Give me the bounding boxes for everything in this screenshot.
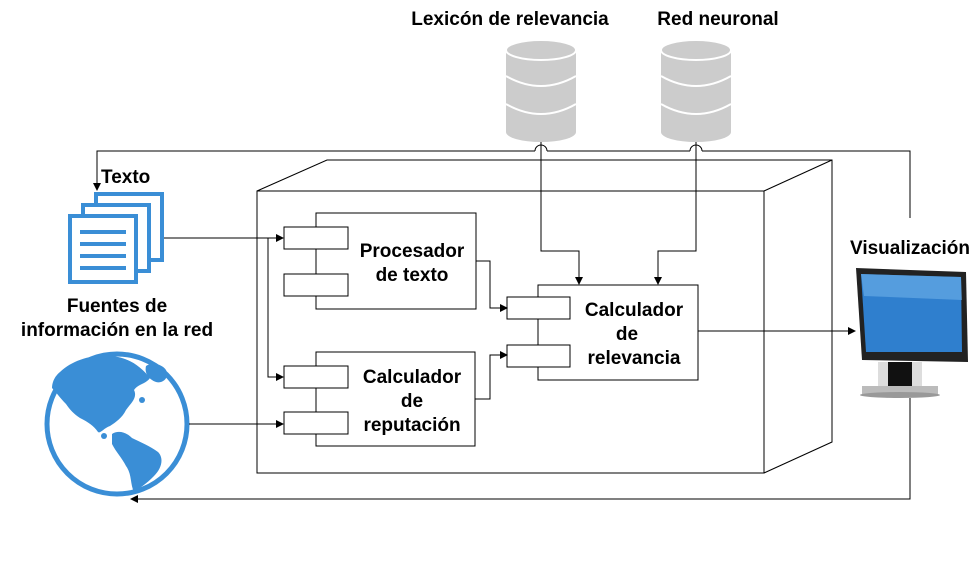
- neural-net-connector: [654, 142, 697, 285]
- relevance-calc-line1: Calculador: [585, 300, 684, 321]
- relevance-calc-line2: de: [616, 324, 638, 345]
- monitor-icon: [856, 268, 968, 398]
- relevance-calc-line3: relevancia: [588, 348, 681, 369]
- text-processor-line2: de texto: [376, 265, 449, 286]
- text-label: Texto: [101, 167, 150, 188]
- sources-label-line2: información en la red: [21, 320, 213, 341]
- globe-icon: [44, 351, 190, 497]
- documents-icon: [68, 192, 164, 284]
- reputation-calculator-component: Calculador de reputación: [283, 351, 476, 447]
- neural-net-label: Red neuronal: [657, 9, 778, 30]
- database-icon: [505, 39, 577, 142]
- feedback-top-connector: [93, 144, 911, 218]
- feedback-bottom-connector: [130, 398, 911, 503]
- reputation-calc-line2: de: [401, 391, 423, 412]
- text-processor-component: Procesador de texto: [283, 212, 477, 310]
- reputation-calc-line1: Calculador: [363, 367, 462, 388]
- text-processor-line1: Procesador: [360, 241, 465, 262]
- text-to-reputation-connector: [267, 238, 284, 381]
- lexicon-connector: [540, 142, 583, 285]
- system-container: [256, 159, 833, 474]
- sources-label-line1: Fuentes de: [67, 296, 167, 317]
- processor-to-relevance-connector: [476, 260, 508, 312]
- lexicon-label: Lexicón de relevancia: [411, 9, 609, 30]
- visualization-label: Visualización: [850, 238, 970, 259]
- relevance-calculator-component: Calculador de relevancia: [506, 284, 699, 381]
- reputation-to-relevance-connector: [475, 351, 508, 400]
- database-icon: [660, 39, 732, 142]
- reputation-calc-line3: reputación: [363, 415, 460, 436]
